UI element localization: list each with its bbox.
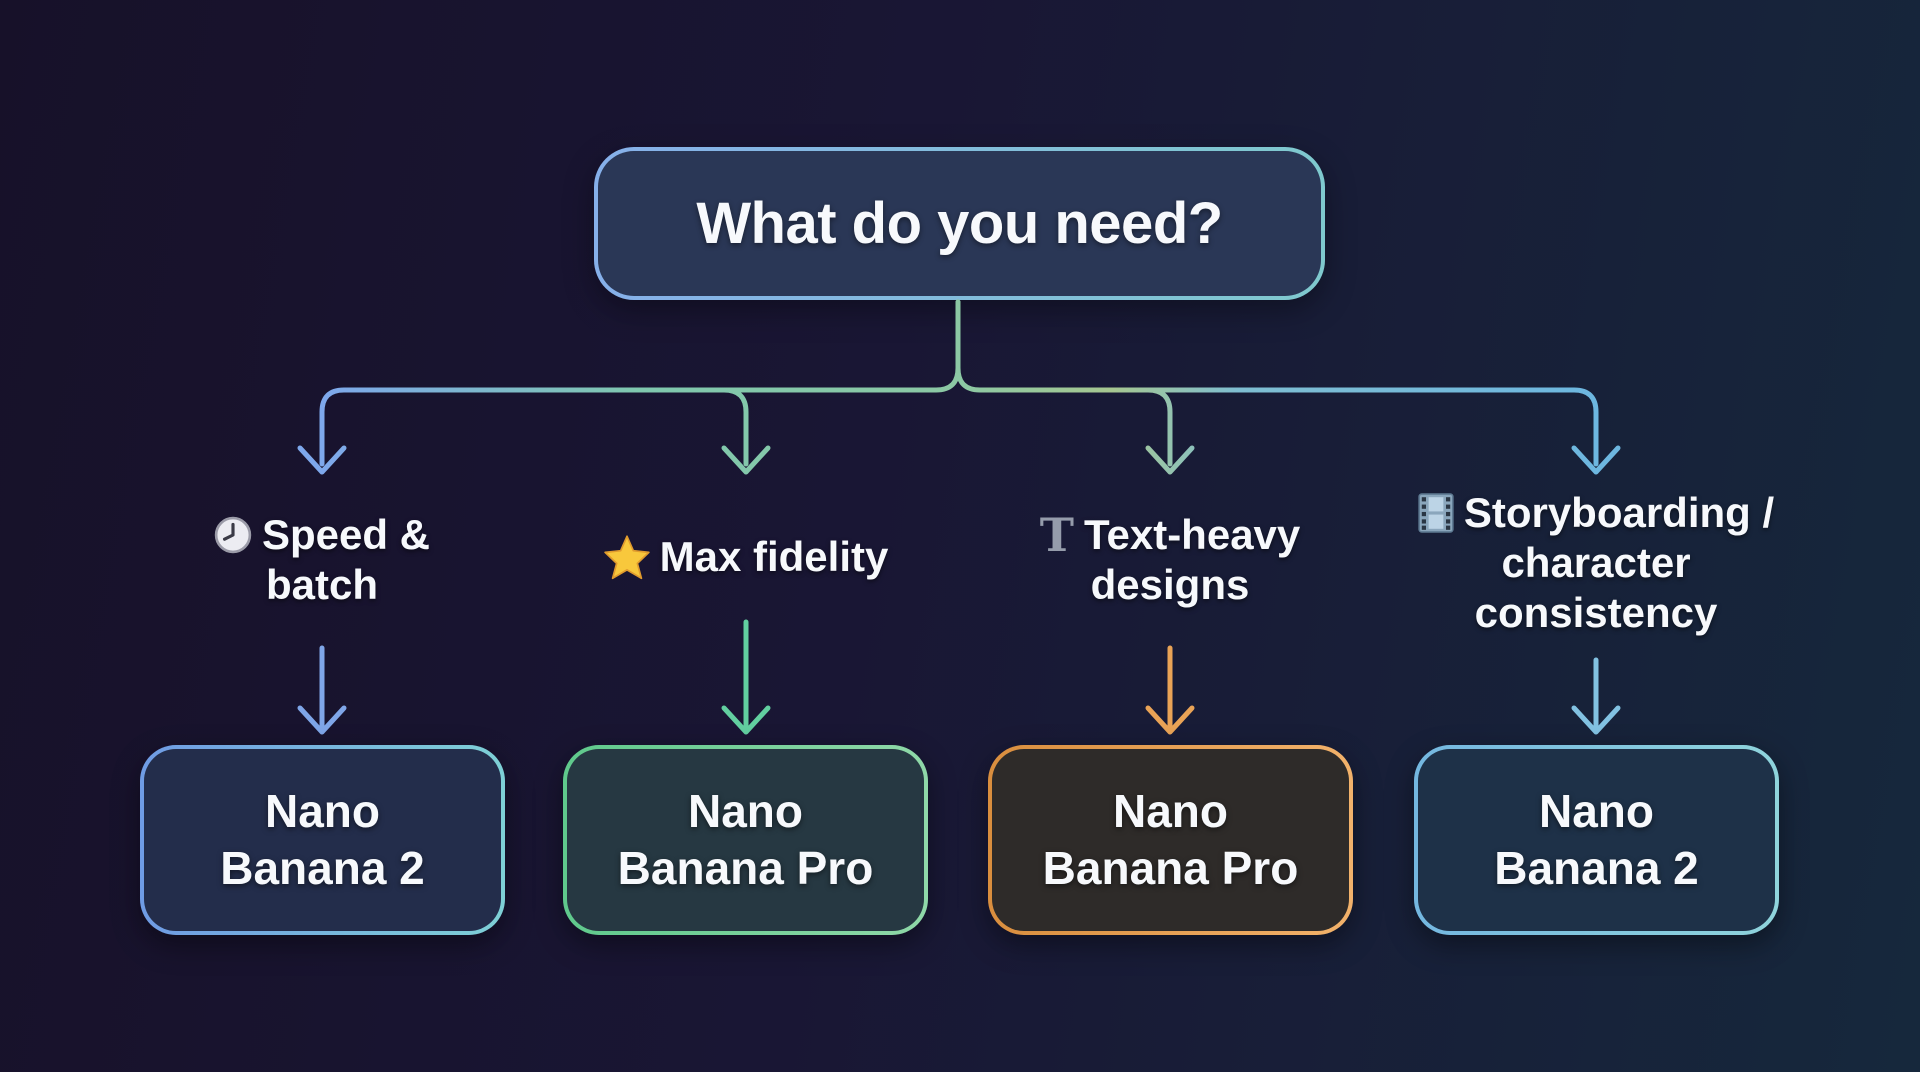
result-label: Nano xyxy=(265,785,380,837)
tree-drop-branch-3 xyxy=(1145,387,1173,467)
result-label: Banana Pro xyxy=(617,842,874,894)
result-label: Banana 2 xyxy=(220,842,425,894)
question-box: What do you need? xyxy=(594,147,1325,300)
branch-label-text: Text-heavy xyxy=(1083,511,1301,558)
result-box-inner: Nano Banana 2 xyxy=(1418,749,1775,931)
branch-label-text: Speed & xyxy=(261,511,431,558)
label-line: Max fidelity xyxy=(566,532,926,582)
tree-rail-right xyxy=(955,299,1599,467)
clock-icon xyxy=(214,516,252,554)
branch-label-storyboarding: Storyboarding / character consistency xyxy=(1381,488,1811,638)
result-label: Banana Pro xyxy=(1042,842,1299,894)
branch-label-speed-batch: Speed & batch xyxy=(152,510,492,610)
arrowhead-branch-2 xyxy=(721,445,771,475)
result-box-nano-banana-2: Nano Banana 2 xyxy=(140,745,505,935)
result-label: Banana 2 xyxy=(1494,842,1699,894)
branch-label-text: batch xyxy=(265,561,378,608)
label-line: Storyboarding / xyxy=(1381,488,1811,538)
result-box-inner: Nano Banana 2 xyxy=(144,749,501,931)
label-line: designs xyxy=(990,560,1350,610)
serif-t-icon: T xyxy=(1039,508,1074,562)
result-label: Nano xyxy=(1539,785,1654,837)
arrowhead-to-result-3 xyxy=(1145,705,1195,735)
result-box-inner: Nano Banana Pro xyxy=(567,749,924,931)
tree-drop-branch-2 xyxy=(721,387,749,467)
label-line: T Text-heavy xyxy=(990,510,1350,560)
arrowhead-branch-1 xyxy=(297,445,347,475)
result-box-nano-banana-2-story: Nano Banana 2 xyxy=(1414,745,1779,935)
question-title: What do you need? xyxy=(696,191,1223,256)
result-label: Nano xyxy=(1113,785,1228,837)
result-label: Nano xyxy=(688,785,803,837)
result-box-nano-banana-pro-text: Nano Banana Pro xyxy=(988,745,1353,935)
label-line: Speed & xyxy=(152,510,492,560)
question-box-inner: What do you need? xyxy=(598,151,1321,296)
branch-label-text: Storyboarding / xyxy=(1463,489,1775,536)
branch-label-text-heavy: T Text-heavy designs xyxy=(990,510,1350,610)
result-box-nano-banana-pro: Nano Banana Pro xyxy=(563,745,928,935)
film-icon xyxy=(1418,493,1454,533)
label-line: character xyxy=(1381,538,1811,588)
tree-rail-left xyxy=(319,299,961,467)
arrowhead-to-result-1 xyxy=(297,705,347,735)
arrowhead-branch-4 xyxy=(1571,445,1621,475)
label-line: consistency xyxy=(1381,588,1811,638)
branch-label-text: character xyxy=(1501,539,1691,586)
branch-label-text: designs xyxy=(1090,561,1250,608)
branch-label-text: Max fidelity xyxy=(659,533,889,580)
star-icon xyxy=(603,534,650,580)
result-box-inner: Nano Banana Pro xyxy=(992,749,1349,931)
arrowhead-branch-3 xyxy=(1145,445,1195,475)
branch-label-text: consistency xyxy=(1474,589,1718,636)
branch-label-max-fidelity: Max fidelity xyxy=(566,532,926,582)
label-line: batch xyxy=(152,560,492,610)
arrowhead-to-result-4 xyxy=(1571,705,1621,735)
arrowhead-to-result-2 xyxy=(721,705,771,735)
